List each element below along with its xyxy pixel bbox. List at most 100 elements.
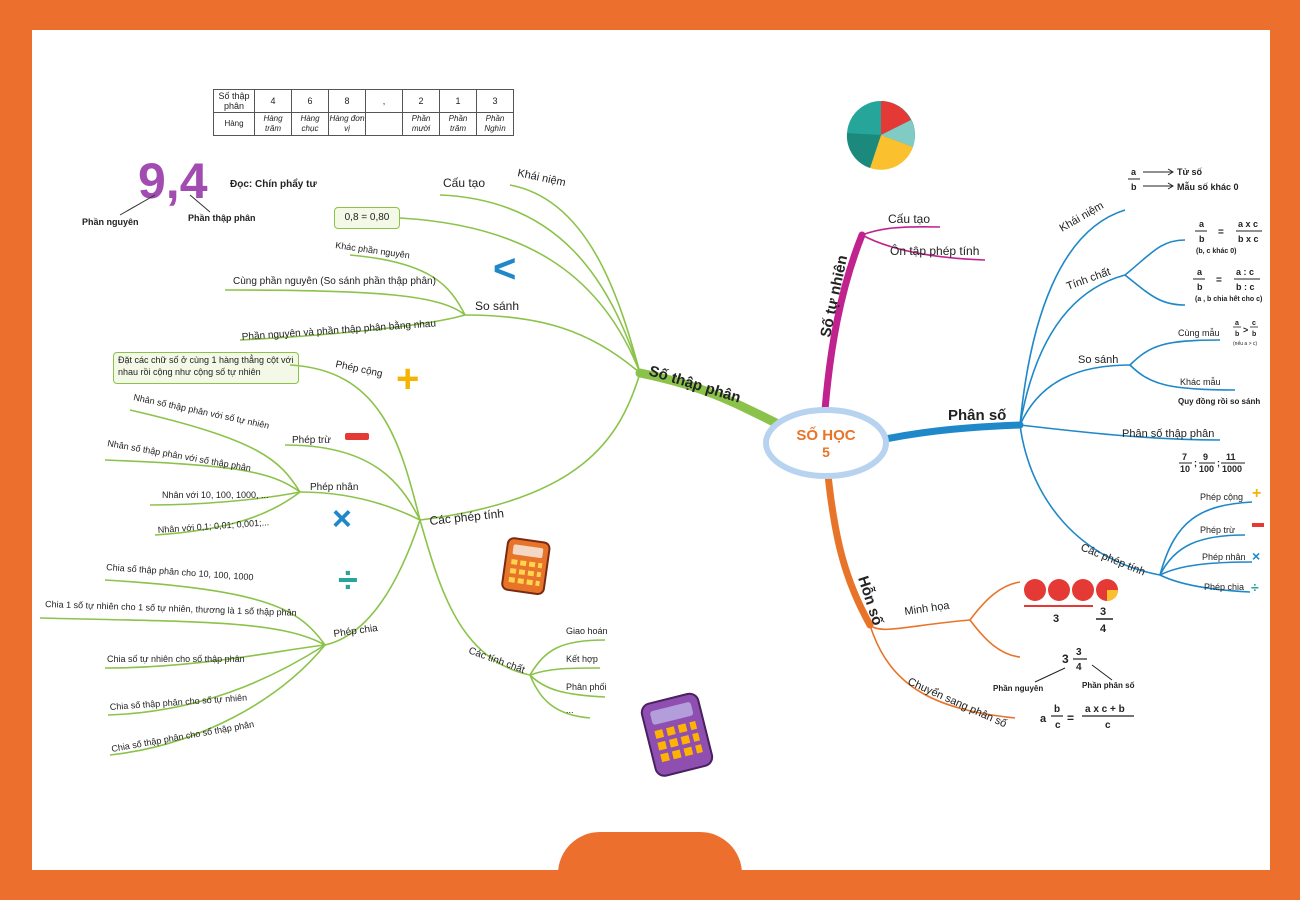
svg-text:b : c: b : c: [1236, 282, 1255, 292]
minh-hoa-label: Minh họa: [904, 600, 951, 618]
div-item: Chia 1 số tự nhiên cho 1 số tự nhiên, th…: [45, 599, 297, 618]
khac-mau-rule: Quy đồng rồi so sánh: [1178, 397, 1260, 406]
svg-text:11: 11: [1226, 452, 1236, 462]
plus-icon: +: [1252, 485, 1261, 502]
svg-text:b: b: [1199, 234, 1205, 244]
svg-text:a: a: [1235, 320, 1239, 327]
natural-links: [861, 225, 986, 261]
natural-item: Cấu tạo: [888, 212, 930, 226]
svg-text:4: 4: [1076, 662, 1082, 673]
khai-niem-label: Khái niệm: [516, 167, 566, 189]
prop-item: Giao hoán: [566, 626, 608, 636]
rule2-condition: (a , b chia hết cho c): [1195, 295, 1262, 303]
svg-text:a : c: a : c: [1236, 267, 1254, 277]
svg-text:;: ;: [1217, 458, 1220, 468]
times-icon: ×: [1252, 548, 1260, 564]
sub-label: Phép trừ: [292, 435, 331, 446]
svg-text:b: b: [1197, 282, 1203, 292]
pointer-line: [119, 194, 156, 216]
mul-item: Nhân số thập phân với số thập phân: [107, 438, 252, 473]
numerator-label: Tử số: [1177, 167, 1203, 177]
table-cell: 1: [439, 89, 477, 113]
compare-item: Cùng phần nguyên (So sánh phần thập phân…: [233, 275, 436, 287]
fraction-tinh-chat: Tính chất: [1065, 266, 1112, 293]
table-cell: Số thập phân: [213, 89, 255, 113]
svg-text:3: 3: [1053, 613, 1059, 625]
table-cell: Phần trăm: [439, 112, 477, 136]
khac-mau-label: Khác mẫu: [1180, 377, 1221, 387]
fraction-definition: a b: [1128, 167, 1174, 192]
addition-note-box: Đặt các chữ số ở cùng 1 hàng thẳng cột v…: [113, 352, 299, 384]
svg-text:3: 3: [1062, 652, 1069, 666]
div-item: Chia số tự nhiên cho số thập phân: [107, 654, 245, 664]
svg-text:3: 3: [1076, 647, 1082, 658]
svg-text:c: c: [1252, 320, 1256, 327]
branch-natural: [821, 231, 866, 414]
decimal-fraction-examples: 7 10 ; 9 100 ; 11 1000: [1179, 452, 1245, 474]
calculator-icon: [501, 537, 551, 596]
property-formula: a b = a : c b : c: [1193, 267, 1260, 292]
mul-item: Nhân số thập phân với số tự nhiên: [133, 392, 271, 431]
fraction-op-item: Phép nhân: [1202, 552, 1246, 562]
mixed-illustration: 3 3 4: [1024, 579, 1118, 635]
div-item: Chia số thập phân cho 10, 100, 1000: [106, 562, 254, 582]
center-subtitle: 5: [822, 444, 830, 460]
svg-text:=: =: [1218, 227, 1224, 238]
svg-text:;: ;: [1194, 458, 1197, 468]
mul-item: Nhân với 0,1; 0,01; 0,001;...: [157, 517, 269, 535]
add-label: Phép cộng: [334, 359, 383, 380]
rule1-condition: (b, c khác 0): [1196, 248, 1236, 255]
svg-text:1000: 1000: [1222, 464, 1242, 474]
svg-text:b: b: [1131, 182, 1137, 192]
equal-decimal-box: 0,8 = 0,80: [334, 207, 400, 229]
center-node: [763, 407, 889, 479]
prop-item: ...: [566, 705, 574, 715]
svg-text:b x c: b x c: [1238, 234, 1259, 244]
svg-text:7: 7: [1182, 452, 1187, 462]
branch-fraction: [876, 421, 1024, 444]
mixed-number-parts: 3 3 4: [1034, 647, 1113, 683]
svg-text:=: =: [1216, 275, 1222, 286]
compare-formula: a b > c b: [1233, 320, 1258, 338]
center-title: SỐ HỌC: [796, 426, 855, 444]
fraction-ops-label: Các phép tính: [1079, 542, 1147, 579]
conversion-formula: a b c =: [1040, 704, 1134, 731]
denominator-label: Mẫu số khác 0: [1177, 182, 1239, 192]
operations-label: Các phép tính: [429, 506, 505, 528]
mixed-links: [869, 581, 1021, 719]
svg-text:a x c: a x c: [1238, 219, 1258, 229]
svg-text:=: =: [1067, 711, 1074, 725]
mixed-integer-part: Phần nguyên: [993, 684, 1043, 693]
svg-text:a: a: [1040, 713, 1047, 725]
minus-icon: [345, 433, 369, 440]
svg-text:b: b: [1252, 331, 1256, 338]
bottom-tab: [558, 832, 742, 900]
svg-text:4: 4: [1100, 623, 1107, 635]
svg-text:b: b: [1054, 704, 1060, 715]
times-icon: ×: [332, 500, 352, 538]
mul-label: Phép nhân: [310, 482, 358, 493]
decimal-links: [39, 184, 641, 756]
fraction-so-sanh: So sánh: [1078, 354, 1118, 366]
property-formula: a b = a x c b x c: [1195, 219, 1262, 244]
fraction-decimal-label: Phân số thập phân: [1122, 428, 1214, 440]
svg-text:c: c: [1055, 720, 1061, 731]
fraction-op-item: Phép trừ: [1200, 525, 1235, 535]
prop-item: Kết hợp: [566, 654, 598, 664]
branch-decimal: [635, 368, 785, 430]
table-cell: Hàng: [213, 112, 255, 136]
svg-text:b: b: [1235, 331, 1239, 338]
pointer-line: [189, 194, 211, 213]
table-cell: 3: [476, 89, 514, 113]
decimal-part-label: Phần thập phân: [188, 213, 256, 223]
div-item: Chia số thập phân cho số thập phân: [111, 719, 255, 754]
place-value-table: Số thập phân 4 6 8 , 2 1 3 Hàng Hàng tră…: [213, 89, 514, 136]
fraction-title: Phân số: [948, 407, 1006, 424]
cung-mau-condition: (nếu a > c): [1233, 341, 1257, 347]
decimal-title: Số thập phân: [647, 363, 743, 407]
mul-item: Nhân với 10, 100, 1000, ...: [162, 490, 268, 500]
natural-item: Ôn tập phép tính: [890, 243, 979, 258]
formula-denominator: c: [1105, 720, 1111, 731]
svg-text:9: 9: [1203, 452, 1208, 462]
